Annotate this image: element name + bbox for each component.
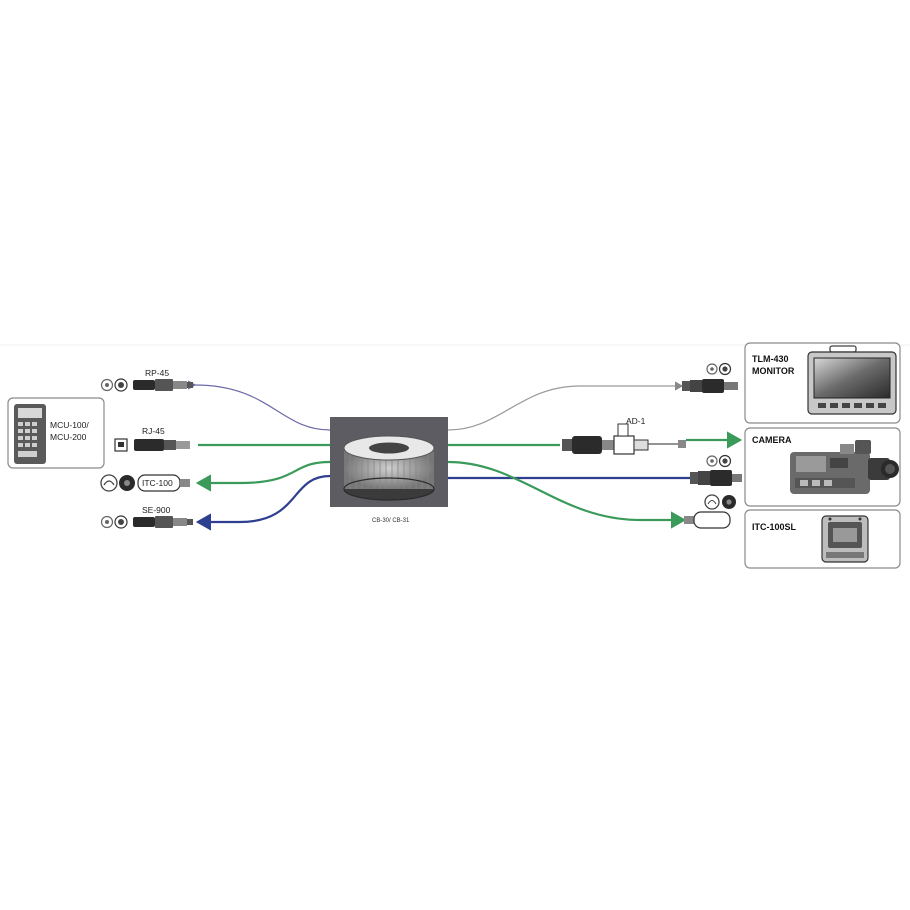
itc100sl-device-box[interactable]: ITC-100SL <box>744 509 901 569</box>
mcu-label-1: MCU-100/ <box>50 420 89 430</box>
mcu-label-2: MCU-200 <box>50 432 87 442</box>
se900-label: SE-900 <box>142 505 171 515</box>
rj45-label: RJ-45 <box>142 426 165 436</box>
itc100sl-label: ITC-100SL <box>752 522 797 532</box>
remote-control-icon <box>14 404 46 464</box>
itc100-label: ITC-100 <box>142 478 173 488</box>
rj45-port-icon <box>114 438 128 452</box>
video-camera-icon <box>790 440 899 494</box>
bnc-plug-icon <box>682 379 738 393</box>
camera-label: CAMERA <box>752 435 792 445</box>
camera-return-connector-group[interactable] <box>690 454 742 487</box>
monitor-label-2: MONITOR <box>752 366 795 376</box>
xlr-port-center <box>726 499 732 505</box>
headset-port-icon <box>100 474 118 492</box>
itc100sl-connector-group[interactable] <box>684 494 736 529</box>
cable-itc100sl <box>447 460 687 529</box>
monitor-label-1: TLM-430 <box>752 354 789 364</box>
headset-port-glyph <box>707 499 717 505</box>
xlr-plug-icon <box>562 436 614 454</box>
cable-drum-icon <box>343 435 435 501</box>
headset-port-icon <box>704 494 720 510</box>
ad1-adapter-icon <box>613 423 686 455</box>
cable-monitor <box>447 381 684 431</box>
cable-se900 <box>195 474 331 531</box>
itc100-plug-icon <box>137 474 190 492</box>
cable-drum-hub[interactable]: CB-30/ CB-31 <box>330 417 448 524</box>
rj45-connector-group[interactable]: RJ-45 <box>114 426 190 452</box>
beltpack-icon <box>821 515 869 563</box>
camera-device-box[interactable]: CAMERA <box>744 427 901 507</box>
se900-connector-group[interactable]: SE-900 <box>100 505 194 529</box>
port-pin-icon <box>710 367 714 371</box>
mcu-device-box[interactable]: MCU-100/ MCU-200 <box>7 397 105 469</box>
rp45-connector-group[interactable]: RP-45 <box>100 368 194 392</box>
ad1-adapter-group[interactable]: AD-1 <box>562 416 686 455</box>
bnc-plug-icon <box>690 470 742 486</box>
bnc-plug-icon <box>133 379 193 391</box>
bnc-port-center <box>118 519 124 525</box>
hub-caption: CB-30/ CB-31 <box>372 518 410 524</box>
itc-plug-icon <box>684 511 731 529</box>
headset-port-glyph <box>103 480 115 486</box>
cables <box>187 380 743 531</box>
monitor-device-box[interactable]: TLM-430 MONITOR <box>744 342 901 424</box>
bnc-plug-icon <box>133 516 193 528</box>
bnc-port-center <box>118 382 124 388</box>
ad1-label: AD-1 <box>626 416 646 426</box>
rj45-plug-icon <box>134 439 190 451</box>
itc100-connector-group[interactable]: ITC-100 <box>100 474 190 492</box>
bnc-port-center <box>722 366 728 372</box>
xlr-port-center <box>124 480 130 486</box>
bnc-port-center <box>722 458 728 464</box>
rp45-label: RP-45 <box>145 368 169 378</box>
port-pin-icon <box>710 459 714 463</box>
port-pin-icon <box>105 520 109 524</box>
cable-itc100 <box>195 460 331 492</box>
cable-rp45 <box>187 380 331 431</box>
port-pin-icon <box>105 383 109 387</box>
monitor-icon <box>807 345 897 415</box>
monitor-connector-group[interactable] <box>682 362 738 394</box>
